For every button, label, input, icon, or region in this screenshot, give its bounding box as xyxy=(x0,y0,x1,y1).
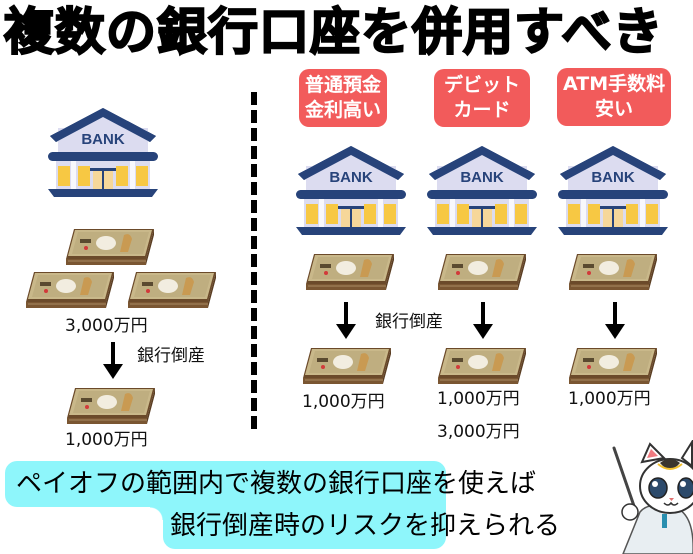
protected-amount-3: 1,000万円 xyxy=(568,389,651,409)
dashed-divider xyxy=(251,92,257,432)
protected-amount-2: 1,000万円 xyxy=(437,389,520,409)
bank-illustration-3: BANK xyxy=(548,138,678,238)
money-stack-icon xyxy=(301,344,393,388)
cat-teacher-mascot xyxy=(600,440,693,554)
down-arrow-icon xyxy=(102,342,124,380)
bank-illustration-2: BANK xyxy=(417,138,547,238)
tag-line: 普通預金 xyxy=(305,74,382,96)
bank-failure-label: 銀行倒産 xyxy=(137,346,205,366)
money-stack-icon xyxy=(64,225,156,269)
tag-line: 金利高い xyxy=(305,99,382,121)
tag-line: デビット xyxy=(444,74,521,96)
money-stack-icon xyxy=(24,268,116,312)
money-stack-icon xyxy=(436,344,528,388)
money-stack-icon xyxy=(65,384,157,428)
protected-amount: 1,000万円 xyxy=(65,430,148,450)
down-arrow-icon xyxy=(604,302,626,340)
feature-tag-debit: デビット カード xyxy=(434,69,531,127)
down-arrow-icon xyxy=(472,302,494,340)
money-stack-icon xyxy=(304,250,396,294)
bank-sign-text: BANK xyxy=(591,169,634,186)
banner-background xyxy=(163,500,446,549)
page-title: 複数の銀行口座を併用すべき xyxy=(3,2,664,62)
tag-line: ATM手数料 xyxy=(563,73,666,95)
banner-line-2: 銀行倒産時のリスクを抑えられる xyxy=(170,511,561,541)
bank-failure-label: 銀行倒産 xyxy=(375,312,443,332)
bank-sign-text: BANK xyxy=(460,169,503,186)
money-stack-icon xyxy=(567,250,659,294)
banner-line-1: ペイオフの範囲内で複数の銀行口座を使えば xyxy=(16,469,537,499)
money-stack-icon xyxy=(567,344,659,388)
tag-line: 安い xyxy=(595,98,634,120)
money-stack-icon xyxy=(436,250,528,294)
bank-sign-text: BANK xyxy=(329,169,372,186)
feature-tag-savings: 普通預金 金利高い xyxy=(299,69,388,127)
down-arrow-icon xyxy=(335,302,357,340)
banner-background xyxy=(5,461,446,507)
tag-line: カード xyxy=(453,99,511,121)
bank-sign-text: BANK xyxy=(81,131,124,148)
protected-amount-1: 1,000万円 xyxy=(302,392,385,412)
bank-illustration-single: BANK xyxy=(38,100,168,200)
feature-tag-atm: ATM手数料 安い xyxy=(557,68,672,126)
money-stack-icon xyxy=(126,268,218,312)
bank-illustration-1: BANK xyxy=(286,138,416,238)
deposit-amount: 3,000万円 xyxy=(65,316,148,336)
total-protected-amount: 3,000万円 xyxy=(437,422,520,442)
